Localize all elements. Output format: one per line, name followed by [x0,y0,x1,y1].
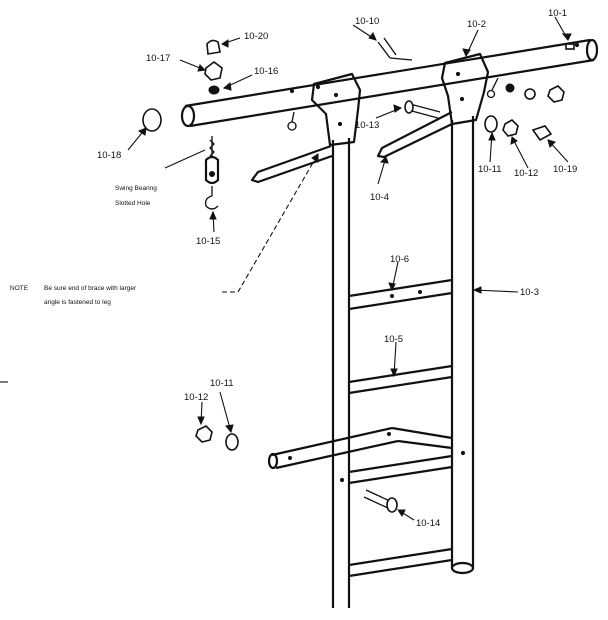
cap-10-19 [531,125,553,142]
label-10-12-low: 10-12 [184,392,208,403]
rung-lower-1 [348,454,453,485]
brace-note-line2: angle is fastened to leg [44,299,111,306]
swing-note-line2: Slotted Hole [115,200,151,207]
brace-rear [376,111,453,159]
label-10-3: 10-3 [520,287,539,298]
rear-bracket [440,52,490,126]
part-labels: 10-1 10-2 10-10 10-20 10-17 10-16 10-18 … [97,8,577,529]
brace-note-prefix: NOTE [10,285,29,292]
bolt-10-14 [363,489,398,513]
label-10-11-top: 10-11 [478,164,502,175]
brace-front [250,144,333,184]
nut-10-11-top [484,115,498,133]
rung-lower-2 [348,547,453,578]
rear-leg [450,116,475,575]
brace-note-line1: Be sure end of brace with larger [44,285,137,292]
cap-10-20 [206,39,221,55]
arrowheads [137,32,572,517]
eye-bolt-right [486,77,499,99]
eye-bolt-left [287,111,297,131]
label-10-20: 10-20 [244,31,268,42]
label-10-4: 10-4 [370,192,389,203]
hanger-beam-right [505,83,565,103]
swing-hanger [204,136,220,210]
label-10-14: 10-14 [416,518,440,529]
label-10-1: 10-1 [548,8,567,19]
label-10-2: 10-2 [467,19,486,30]
lower-cross-tube [267,426,453,470]
label-10-5: 10-5 [384,334,403,345]
top-beam [180,38,599,128]
swing-note-line1: Swing Bearing [115,185,157,192]
label-10-15: 10-15 [196,236,220,247]
label-10-11-low: 10-11 [210,378,234,389]
nut-10-12-lower [195,425,213,443]
label-10-19: 10-19 [553,164,577,175]
label-10-13: 10-13 [355,120,379,131]
rung-10-6 [348,278,453,311]
bolt-10-13 [404,100,441,119]
bolt-10-10 [377,37,413,61]
front-bracket [310,72,362,147]
nut-10-12-top [502,119,519,137]
front-leg [331,138,351,608]
swing-bearing-note: Swing Bearing Slotted Hole [115,185,157,207]
label-10-10: 10-10 [355,16,379,27]
washer-10-16 [208,85,220,95]
washer-10-11-lower [225,433,239,451]
label-10-12-top: 10-12 [514,168,538,179]
nut-10-17 [204,61,223,81]
label-10-17: 10-17 [146,53,170,64]
end-cap-10-18 [142,108,162,132]
rung-10-5 [348,364,453,395]
label-10-16: 10-16 [254,66,278,77]
leader-lines [0,16,569,521]
label-10-6: 10-6 [390,254,409,265]
brace-note: NOTE Be sure end of brace with larger an… [10,285,137,306]
label-10-18: 10-18 [97,150,121,161]
